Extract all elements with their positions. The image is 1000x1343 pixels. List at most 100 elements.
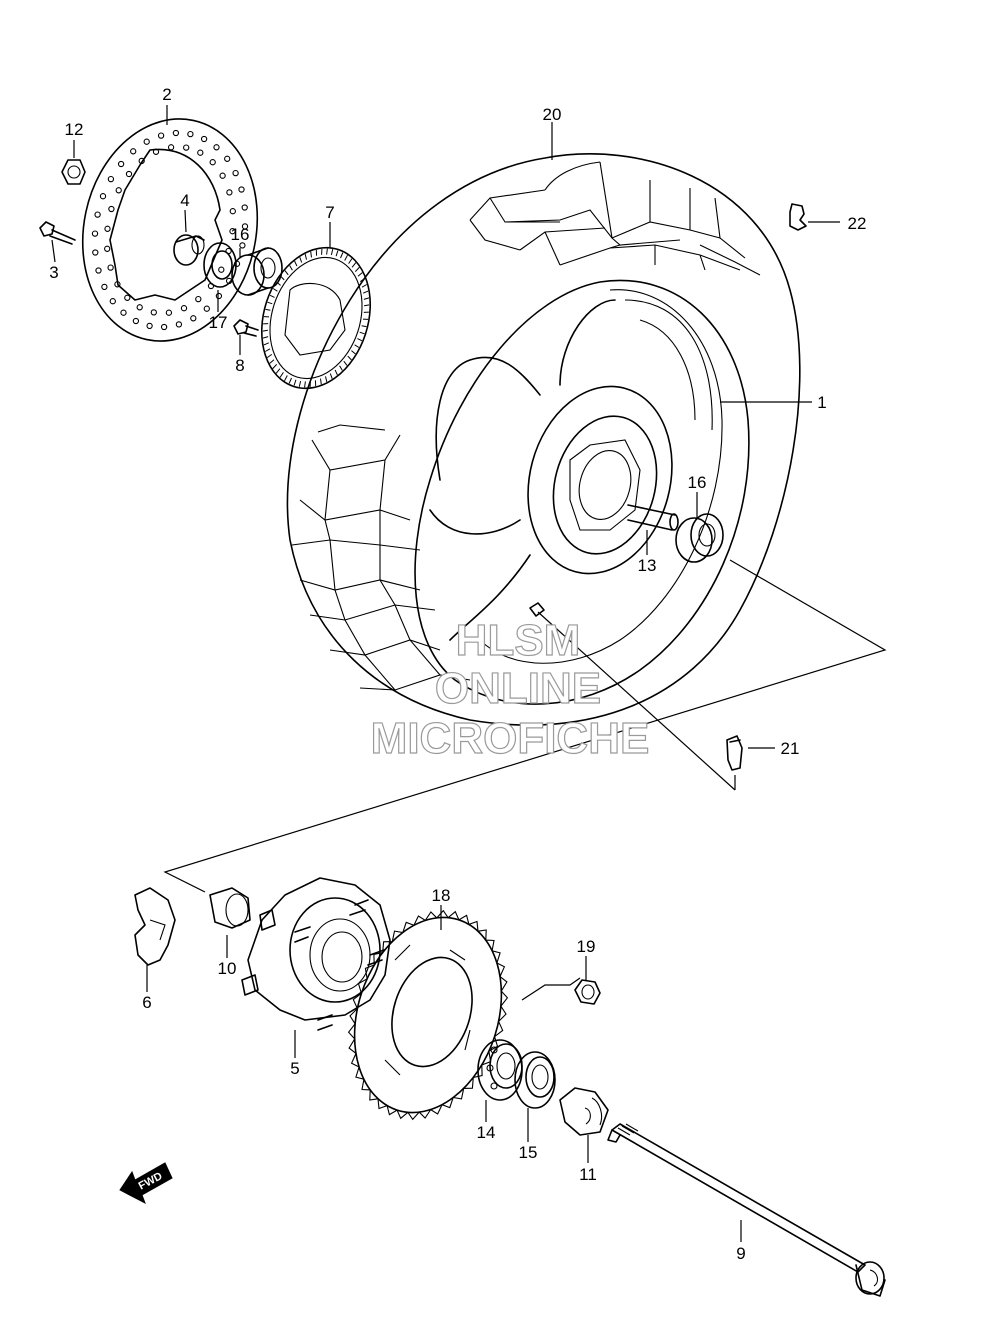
sensor-ring-tooth <box>276 281 281 286</box>
bolt-3 <box>39 221 76 245</box>
fwd-arrow-icon: FWD <box>119 1162 173 1205</box>
wheel-rim <box>429 289 723 664</box>
disc-hole <box>203 305 210 312</box>
sensor-ring-tooth <box>289 265 293 271</box>
disc-hole <box>239 242 246 249</box>
sensor-ring-tooth <box>265 308 271 311</box>
sensor-ring-teeth <box>262 248 370 388</box>
callout-4: 4 <box>180 191 189 210</box>
callout-22: 22 <box>848 214 867 233</box>
brake-disc <box>81 118 259 342</box>
callout-21: 21 <box>781 739 800 758</box>
disc-hole <box>117 160 125 168</box>
sensor-ring-tooth <box>284 270 289 276</box>
disc-hole <box>92 249 99 256</box>
disc-hole <box>180 305 188 312</box>
callout-13: 13 <box>638 556 657 575</box>
rear-tire <box>286 153 801 726</box>
disc-hole <box>91 230 99 237</box>
sensor-ring-tooth <box>326 248 328 255</box>
sensor-ring-tooth <box>363 297 370 300</box>
disc-hole <box>213 144 220 151</box>
disc-hole <box>95 267 102 274</box>
sensor-ring-tooth <box>304 253 307 260</box>
bearing-14 <box>477 1039 523 1101</box>
disc-hole <box>94 211 101 218</box>
disc-hole <box>101 283 108 291</box>
disc-hole <box>219 172 226 179</box>
callout-19: 19 <box>577 937 596 956</box>
disc-hole <box>99 193 107 200</box>
valve-21 <box>726 735 743 771</box>
disc-hole <box>152 148 160 155</box>
sensor-ring-tooth <box>344 254 348 261</box>
bolt-8 <box>233 319 259 337</box>
sensor-ring-7 <box>260 246 372 390</box>
disc-hole <box>107 175 115 183</box>
sensor-ring-tooth <box>266 353 273 359</box>
sensor-ring-tooth <box>272 288 278 292</box>
sensor-ring-tooth <box>343 360 348 366</box>
watermark-line-1: HLSM <box>456 616 581 665</box>
sensor-ring-tooth <box>262 336 269 339</box>
sensor-ring-tooth <box>280 275 285 281</box>
sensor-ring-tooth <box>320 378 322 385</box>
sensor-ring-tooth <box>340 252 344 259</box>
sensor-ring-tooth <box>310 251 312 258</box>
disc-hole <box>125 170 133 178</box>
disc-hole <box>197 149 204 156</box>
sensor-ring-tooth <box>293 379 297 386</box>
sensor-ring-tooth <box>335 250 339 257</box>
sensor-ring-tooth <box>279 372 284 378</box>
disc-hole <box>138 157 145 165</box>
sensor-ring-tooth <box>275 368 281 374</box>
sensor-ring-tooth <box>354 267 360 272</box>
callout-9: 9 <box>736 1244 745 1263</box>
sensor-ring-tooth <box>329 373 333 379</box>
callout-2: 2 <box>162 85 171 104</box>
disc-hole <box>115 187 122 194</box>
disc-hole <box>209 159 216 166</box>
disc-hole <box>195 295 202 303</box>
collar-10 <box>209 887 251 929</box>
oil-seal-15 <box>514 1051 556 1109</box>
clip-22 <box>789 203 807 231</box>
callout-7: 7 <box>325 203 334 222</box>
disc-hole <box>167 144 175 151</box>
disc-hole <box>172 129 180 137</box>
sensor-ring-tooth <box>364 304 370 307</box>
sensor-ring-tooth <box>265 348 271 352</box>
nut-19 <box>574 979 601 1005</box>
sensor-ring-tooth <box>269 359 275 364</box>
disc-hole <box>187 130 194 138</box>
callout-10: 10 <box>218 959 237 978</box>
disc-hole <box>218 266 225 273</box>
disc-hole <box>150 309 157 316</box>
damper-6 <box>134 887 176 966</box>
sensor-ring-tooth <box>288 377 292 384</box>
sprocket-18 <box>347 909 509 1121</box>
disc-hole <box>229 228 236 235</box>
sensor-ring-tooth <box>348 258 353 264</box>
sensor-ring-tooth <box>272 364 278 369</box>
disc-hole <box>104 245 111 252</box>
disc-hole <box>241 204 248 211</box>
sensor-ring-tooth <box>334 369 338 376</box>
callout-16-right: 16 <box>688 473 707 492</box>
disc-hole <box>229 208 236 215</box>
disc-hole <box>160 323 168 331</box>
disc-hole <box>114 281 121 288</box>
sensor-ring-tooth <box>304 381 306 388</box>
leader-lines <box>51 105 840 1242</box>
disc-hole <box>136 304 143 311</box>
sensor-ring-tooth <box>263 342 269 346</box>
callout-3: 3 <box>49 263 58 282</box>
sensor-ring-tooth <box>363 290 369 294</box>
disc-hole <box>241 223 249 230</box>
bearing-16-top <box>231 247 283 296</box>
nut-12 <box>61 159 86 185</box>
disc-hole <box>215 292 223 300</box>
watermark-line-2: ONLINE <box>435 664 601 713</box>
rim-valve-mark <box>529 602 545 617</box>
disc-hole <box>132 317 140 325</box>
